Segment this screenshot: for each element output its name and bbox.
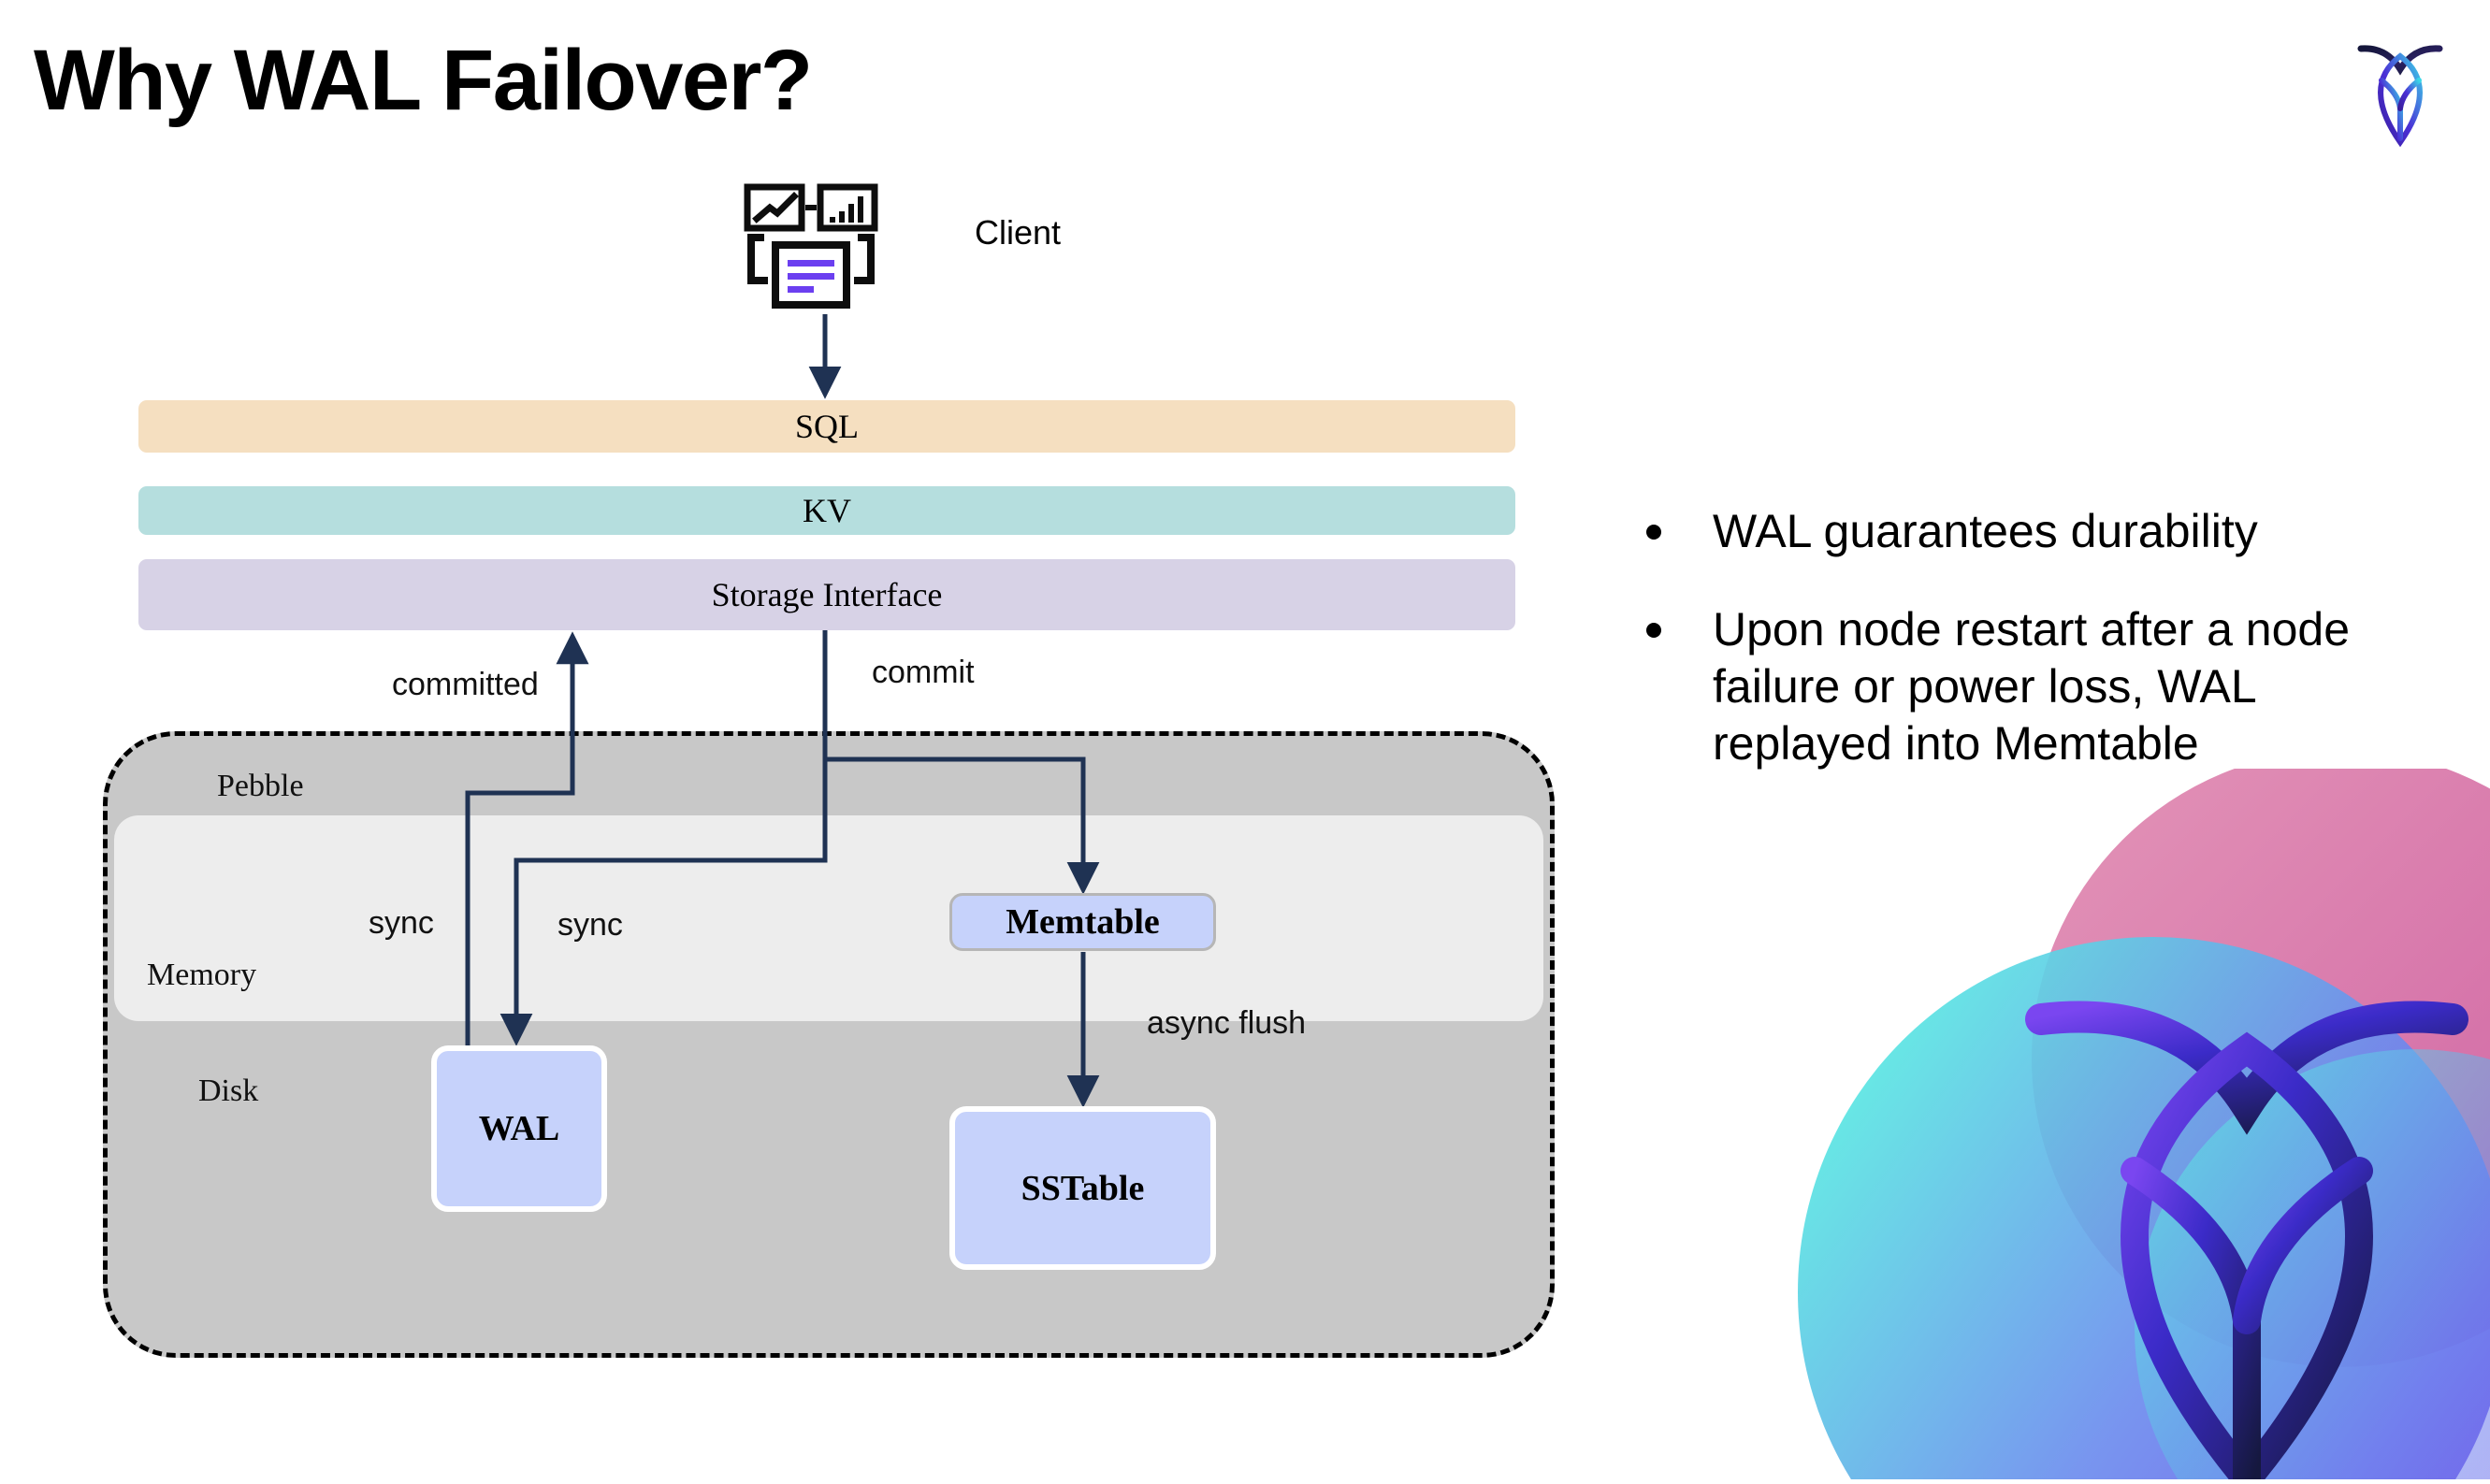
list-item: Upon node restart after a node failure o… xyxy=(1646,601,2441,772)
node-label-sstable: SSTable xyxy=(1021,1168,1145,1208)
region-label-memory: Memory xyxy=(147,958,257,992)
bullet-dot-icon xyxy=(1646,623,1661,638)
cockroachdb-watermark-icon xyxy=(1760,769,2490,1479)
layer-bar-kv[interactable]: KV xyxy=(138,486,1515,535)
layer-label-sql: SQL xyxy=(794,408,859,445)
layer-label-storage-interface: Storage Interface xyxy=(711,576,943,613)
edge-label-async-flush: async flush xyxy=(1147,1005,1307,1041)
list-item: WAL guarantees durability xyxy=(1646,503,2441,560)
region-label-disk: Disk xyxy=(198,1073,259,1108)
memory-region xyxy=(114,815,1543,1021)
node-memtable[interactable]: Memtable xyxy=(949,893,1216,951)
layer-label-kv: KV xyxy=(803,492,851,529)
edge-label-sync-left: sync xyxy=(369,905,434,941)
region-label-pebble: Pebble xyxy=(217,769,304,803)
edge-label-commit: commit xyxy=(872,655,975,690)
page-title: Why WAL Failover? xyxy=(34,33,813,128)
edge-label-sync-right: sync xyxy=(557,907,623,943)
node-label-memtable: Memtable xyxy=(1006,902,1160,942)
bullet-dot-icon xyxy=(1646,525,1661,540)
bullet-text: Upon node restart after a node failure o… xyxy=(1713,603,2351,770)
node-wal[interactable]: WAL xyxy=(431,1045,607,1212)
client-label: Client xyxy=(975,213,1062,252)
client-dashboard-icon xyxy=(744,183,893,314)
cockroachdb-logo-icon xyxy=(2344,28,2456,150)
bullet-list: WAL guarantees durability Upon node rest… xyxy=(1646,503,2441,814)
bullet-text: WAL guarantees durability xyxy=(1713,505,2258,557)
node-label-wal: WAL xyxy=(478,1109,560,1148)
layer-bar-storage-interface[interactable]: Storage Interface xyxy=(138,559,1515,630)
architecture-diagram: Client SQL KV Storage Interface Pebble M… xyxy=(103,183,1555,1358)
edge-label-committed: committed xyxy=(392,667,539,702)
layer-bar-sql[interactable]: SQL xyxy=(138,400,1515,453)
node-sstable[interactable]: SSTable xyxy=(949,1106,1216,1270)
